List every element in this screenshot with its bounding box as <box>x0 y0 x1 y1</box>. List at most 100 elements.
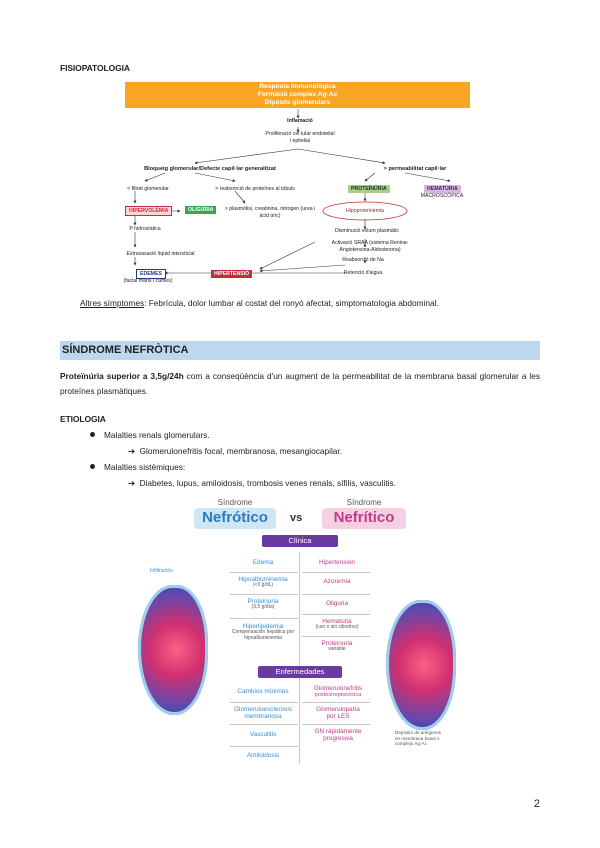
row-line <box>230 572 298 573</box>
kidney-right-illustration <box>386 600 456 730</box>
disease-right-1-a: Glomerulopatía <box>316 706 360 713</box>
ig-divider <box>299 552 300 764</box>
clinic-left-3-a: Hiperlipidemia <box>242 623 284 630</box>
tag-oliguria: OLIGÚRIA <box>185 206 217 214</box>
etiology-item-1: Malalties renals glomerulars. <box>90 430 210 440</box>
clinic-left-1-b: (<3 g/dL) <box>252 582 274 589</box>
ig-right-small: Síndrome <box>346 498 382 507</box>
tag-proteinuria: PROTEÏNÚRIA <box>348 185 390 193</box>
node-reduced-volume: Disminució volum plasmàtic <box>335 228 399 234</box>
node-fluid: Extravasació líquid intersticial <box>126 251 195 257</box>
kidney-left-illustration <box>138 585 208 715</box>
node-pressure: P hidrostàtica <box>129 226 161 232</box>
page-number: 2 <box>533 798 540 810</box>
etiology-item-2: Malalties sistèmiques: <box>90 462 185 472</box>
row-line <box>230 702 298 703</box>
header-line-2: Formació complex Ag-Ac <box>257 91 338 98</box>
row-line <box>302 702 370 703</box>
clinic-right-0: Hipertension <box>319 559 355 566</box>
row-line <box>230 594 298 595</box>
disease-left-0: Cambios mínimos <box>237 688 289 695</box>
node-right-branch: > permeabilitat capil·lar <box>383 166 447 172</box>
section-title-fisiopatologia: FISIOPATOLOGIA <box>60 63 130 73</box>
disease-right-0-b: postestreptocócica <box>314 692 362 699</box>
clinic-left-0: Edema <box>252 559 274 566</box>
other-symptoms: Altres símptomes: Febrícula, dolor lumba… <box>80 298 439 308</box>
tag-edema: EDEMES <box>136 269 166 279</box>
disease-left-1-b: membranosa <box>244 713 282 721</box>
clinic-right-3-b: (con o sin cilindros) <box>315 624 359 631</box>
node-sodium: Reabsorció de Na <box>342 257 384 263</box>
arrow-right-icon: ➔ <box>128 478 135 488</box>
disease-left-2: Vasculitis <box>249 731 277 738</box>
row-line <box>302 572 370 573</box>
etiology-sub-2: ➔ Diabetes, lupus, amiloidosis, trombosi… <box>128 478 396 488</box>
header-line-3: Dipòsits glomerulars <box>264 99 331 106</box>
clinic-right-2: Oliguria <box>325 600 349 607</box>
disease-left-1-a: Glomeruloesclerosis <box>234 706 292 713</box>
row-line <box>230 724 298 725</box>
etiology-item-1-label: Malalties renals glomerulars. <box>104 430 210 440</box>
tag-hypertension: HIPERTENSIÓ <box>211 270 253 278</box>
node-left-branch: Bloqueig glomerular/Defecte capil·lar ge… <box>144 166 276 172</box>
clinic-right-3-a: Hematuria <box>322 618 352 625</box>
node-plasma-volume: > plasmòlisi, creatinina, nitrogen (urea… <box>224 206 316 219</box>
node-proliferation: Proliferació cel·lular endotelial i epit… <box>265 131 335 144</box>
disease-right-1-b: por LES <box>326 713 350 721</box>
node-hypoproteinemia: Hipoproteïnèmia <box>345 208 385 214</box>
bullet-icon <box>90 464 95 469</box>
header-line-1: Resposta immunològica <box>259 83 336 90</box>
row-line <box>302 614 370 615</box>
row-line <box>302 636 370 637</box>
ig-diseases-bar: Enfermedades <box>258 666 342 678</box>
arrow-right-icon: ➔ <box>128 446 135 456</box>
etiology-sub-1-text: Glomerulonefritis focal, membranosa, mes… <box>139 446 343 456</box>
clinic-right-3: Hematuria(con o sin cilindros) <box>302 618 372 631</box>
clinic-left-3-b: Compensación hepática por hipoalbuminemi… <box>231 629 295 642</box>
ig-left-badge: Nefrótico <box>194 508 276 529</box>
clinic-left-2-a: Proteinuria <box>247 598 279 605</box>
node-reabsorption: > reabsorció de proteïnes al túbuls <box>215 186 295 192</box>
ig-right-annotation: Depósito de antígenos en membrana basal … <box>395 730 441 746</box>
ig-left-annotation: Infiltración <box>150 568 173 574</box>
node-raas: Activació SRAA (sistema Renina-Angiotens… <box>331 240 409 253</box>
definition-bold: Proteïnúria superior a 3,5g/24h <box>60 371 184 381</box>
clinic-right-4-b: variable <box>328 646 346 653</box>
row-line <box>230 746 298 747</box>
node-edema-note: (facial mans i cames) <box>123 278 173 284</box>
definition-paragraph: Proteïnúria superior a 3,5g/24h com a co… <box>60 369 540 399</box>
ig-left-small: Síndrome <box>217 498 253 507</box>
disease-right-2-a: GN rápidamente <box>314 728 362 735</box>
disease-left-3: Amiloidosis <box>246 752 280 759</box>
clinic-left-2: Proteinuria(3,5 g/día) <box>228 598 298 611</box>
clinic-right-4-a: Proteinuria <box>321 640 353 647</box>
etiology-item-2-label: Malalties sistèmiques: <box>104 462 186 472</box>
disease-right-2-b: progresiva <box>323 735 353 743</box>
ig-right-badge: Nefrítico <box>322 508 406 529</box>
node-water: Retenció d'aigua <box>343 270 383 276</box>
section-band-nephrotic: SÍNDROME NEFRÒTICA <box>60 341 540 360</box>
clinic-left-2-b: (3,5 g/día) <box>251 604 275 611</box>
clinic-right-1: Azoremia <box>323 578 351 585</box>
node-filtration: < filtrat glomerular <box>127 186 169 192</box>
node-inflammation: Inflamació <box>287 118 313 124</box>
definition-rest: com a conseqüència d'un augment de la pe… <box>60 371 540 396</box>
other-symptoms-label: Altres símptomes <box>80 298 145 308</box>
node-macroscopic: MACROSCÒPICA <box>420 193 464 199</box>
ig-vs: vs <box>290 512 303 524</box>
etiology-sub-1: ➔ Glomerulonefritis focal, membranosa, m… <box>128 446 342 456</box>
row-line <box>302 724 370 725</box>
tag-hematuria: HEMATÚRIA <box>424 185 461 193</box>
etiology-title: ETIOLOGIA <box>60 414 106 424</box>
disease-right-0-a: Glomerulonefritis <box>313 685 363 692</box>
clinic-left-1: Hipoalbuminemia(<3 g/dL) <box>228 576 298 589</box>
flowchart-header: Resposta immunològica Formació complex A… <box>125 82 470 108</box>
bullet-icon <box>90 432 95 437</box>
tag-hypervolemia: HIPERVOLÈMIA <box>125 206 173 216</box>
